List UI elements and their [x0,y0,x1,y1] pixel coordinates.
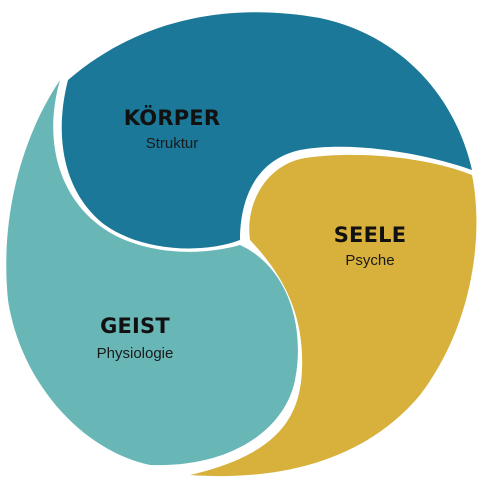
geist-subtitle: Physiologie [97,345,174,362]
koerper-subtitle: Struktur [146,135,199,152]
seele-title: SEELE [334,223,407,247]
koerper-title: KÖRPER [124,105,220,130]
segment-geist [6,80,298,466]
seele-subtitle: Psyche [345,252,394,269]
geist-title: GEIST [100,314,170,338]
segment-koerper [61,12,472,249]
segment-seele [190,154,477,477]
